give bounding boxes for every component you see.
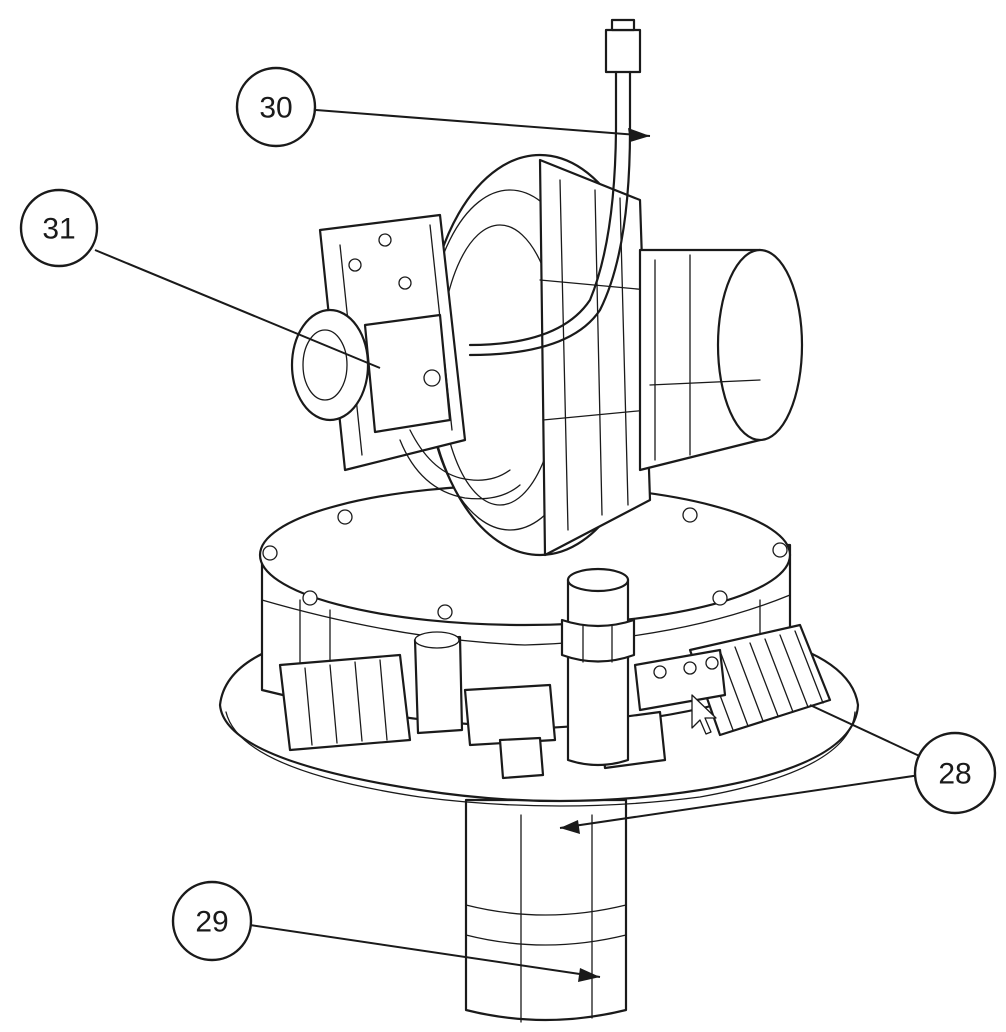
motor <box>638 248 804 472</box>
callout-30-label: 30 <box>259 92 292 125</box>
callout-29-label: 29 <box>195 906 228 939</box>
callout-30: 30 <box>235 66 317 148</box>
leader-31 <box>94 249 381 369</box>
callout-31: 31 <box>19 188 99 268</box>
arrowhead-28b <box>560 820 580 834</box>
callout-28: 28 <box>913 731 997 815</box>
left-fin-block <box>278 653 412 752</box>
vertical-fitting <box>560 567 636 767</box>
flue-tube <box>464 798 628 1023</box>
leader-30 <box>315 109 651 137</box>
blower-housing <box>423 153 657 557</box>
wire-connector <box>468 18 642 357</box>
leader-lines <box>94 109 929 982</box>
arrowhead-29 <box>578 968 600 982</box>
arrowhead-30 <box>628 128 650 142</box>
callout-31-label: 31 <box>42 213 75 246</box>
leader-28b <box>559 774 921 829</box>
leader-29 <box>249 924 601 978</box>
pointer-icon <box>691 694 717 735</box>
gas-valve-block <box>290 213 521 500</box>
callout-29: 29 <box>171 880 253 962</box>
heat-sink-fins <box>688 623 832 737</box>
leader-28a <box>809 704 929 761</box>
center-components <box>413 631 727 780</box>
callout-28-label: 28 <box>938 758 971 791</box>
